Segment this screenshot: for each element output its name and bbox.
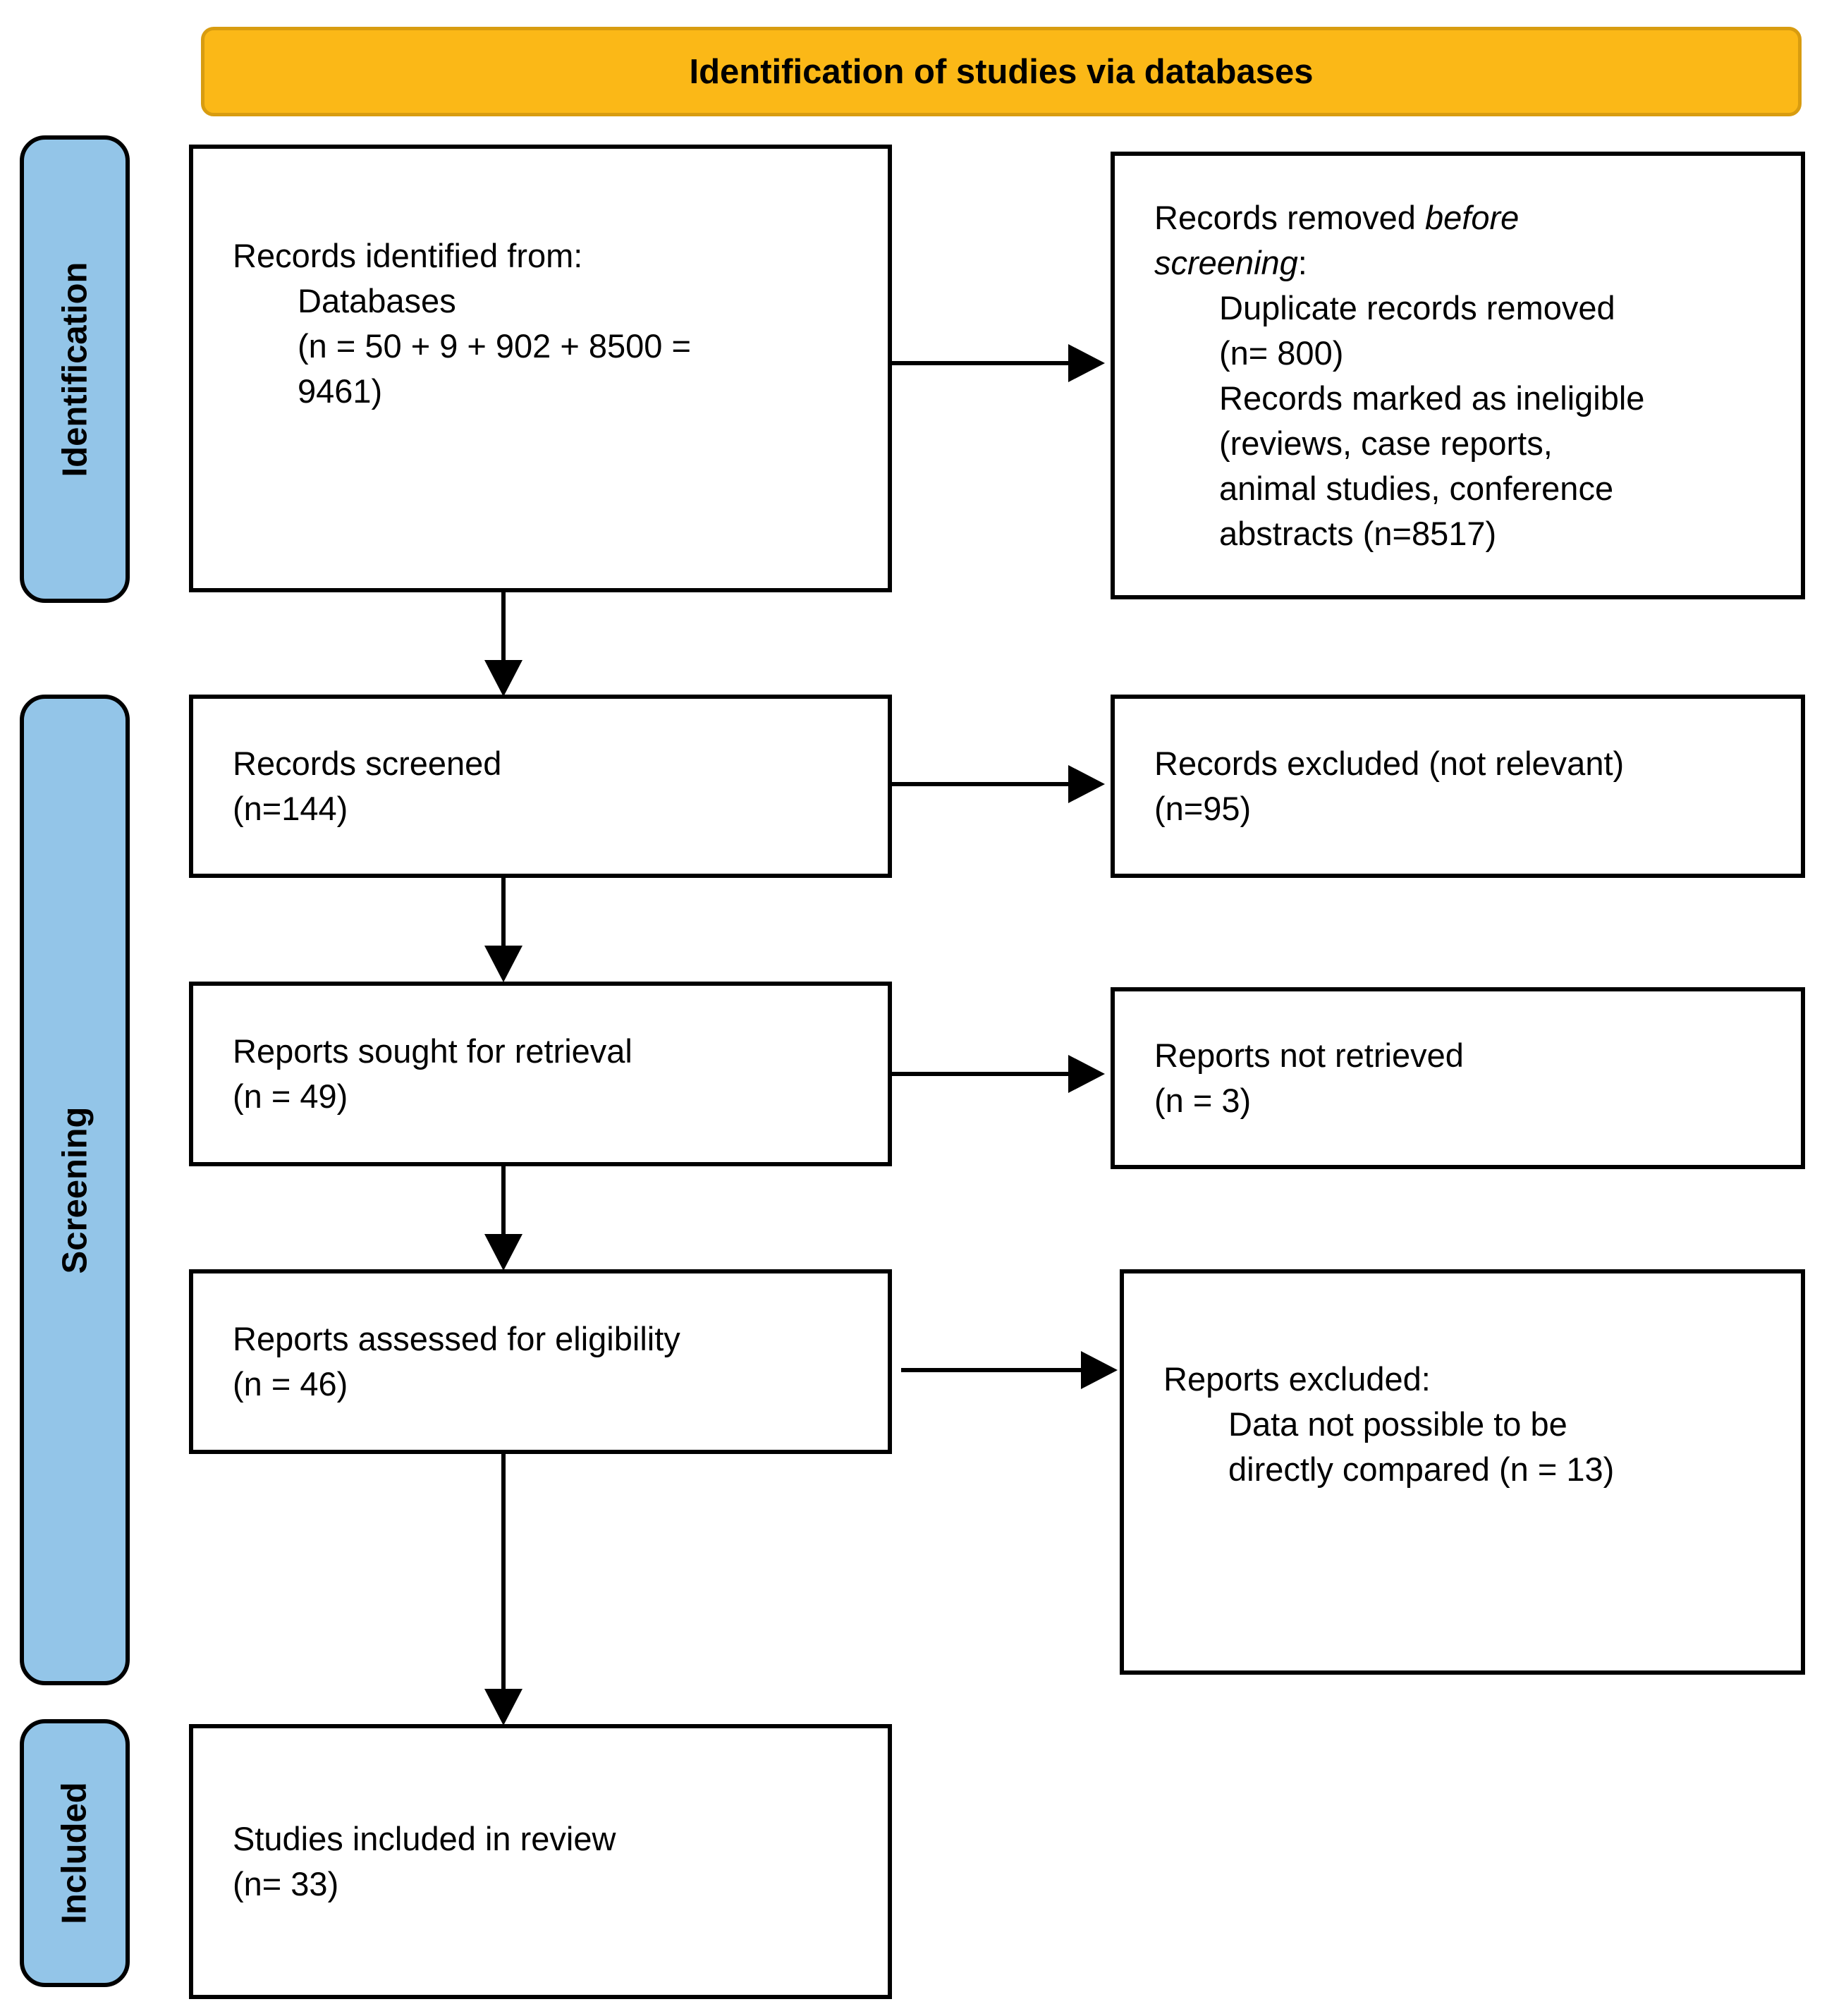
box-reports-excluded: Reports excluded: Data not possible to b… — [1120, 1269, 1805, 1675]
arrow-sought-to-assessed-shaft — [501, 1166, 506, 1237]
arrow-identified-to-screened-shaft — [501, 592, 506, 663]
box-records-removed-line: (reviews, case reports, — [1219, 424, 1553, 462]
box-records-excluded-line: (n=95) — [1154, 790, 1252, 827]
box-records-excluded-line: Records excluded (not relevant) — [1154, 745, 1625, 782]
box-reports-excluded-line: Data not possible to be — [1228, 1405, 1567, 1443]
box-records-identified-line: 9461) — [298, 372, 383, 410]
arrow-assessed-to-included-head — [484, 1689, 522, 1725]
box-reports-assessed-line: Reports assessed for eligibility — [233, 1320, 680, 1357]
arrow-screened-to-sought-head — [484, 946, 522, 982]
box-studies-included-line: Studies included in review — [233, 1820, 616, 1857]
arrow-sought-to-not-retrieved-head — [1068, 1055, 1105, 1093]
stage-label-identification: Identification — [20, 135, 130, 603]
box-records-identified-line: Records identified from: — [233, 237, 583, 274]
arrow-assessed-to-included-shaft — [501, 1454, 506, 1692]
box-reports-excluded-line: directly compared (n = 13) — [1228, 1450, 1615, 1488]
box-reports-not-retrieved-line: (n = 3) — [1154, 1082, 1252, 1119]
arrow-assessed-to-excluded-head — [1081, 1351, 1118, 1389]
arrow-screened-to-sought-shaft — [501, 878, 506, 948]
box-records-removed-line: Records removed before — [1154, 198, 1520, 236]
box-records-identified-line: Databases — [298, 282, 456, 319]
box-records-removed-line: Records marked as ineligible — [1219, 379, 1645, 417]
arrow-identified-to-removed-head — [1068, 344, 1105, 382]
box-records-excluded: Records excluded (not relevant) (n=95) — [1111, 695, 1805, 878]
header-title: Identification of studies via databases — [689, 52, 1314, 91]
box-records-identified: Records identified from: Databases (n = … — [189, 145, 892, 592]
box-reports-sought-line: (n = 49) — [233, 1077, 348, 1115]
stage-label-screening: Screening — [20, 695, 130, 1685]
box-reports-assessed-line: (n = 46) — [233, 1365, 348, 1403]
box-reports-excluded-line: Reports excluded: — [1163, 1360, 1431, 1398]
arrow-screened-to-excluded-head — [1068, 765, 1105, 803]
arrow-assessed-to-excluded-shaft — [901, 1368, 1081, 1372]
box-records-removed: Records removed before screening: Duplic… — [1111, 152, 1805, 599]
arrow-sought-to-assessed-head — [484, 1234, 522, 1271]
box-records-removed-line: Duplicate records removed — [1219, 288, 1615, 326]
box-records-screened-line: Records screened — [233, 745, 502, 782]
box-records-screened: Records screened (n=144) — [189, 695, 892, 878]
stage-label-included: Included — [20, 1719, 130, 1987]
box-records-screened-line: (n=144) — [233, 790, 348, 827]
arrow-identified-to-removed-shaft — [892, 361, 1068, 365]
stage-label-included-text: Included — [56, 1782, 94, 1924]
box-studies-included: Studies included in review (n= 33) — [189, 1724, 892, 1999]
box-reports-sought-line: Reports sought for retrieval — [233, 1032, 632, 1070]
box-studies-included-line: (n= 33) — [233, 1865, 339, 1902]
box-records-removed-line: screening: — [1154, 243, 1307, 281]
arrow-screened-to-excluded-shaft — [892, 782, 1068, 786]
stage-label-screening-text: Screening — [56, 1106, 94, 1273]
box-records-removed-line: abstracts (n=8517) — [1219, 514, 1497, 552]
box-reports-assessed: Reports assessed for eligibility (n = 46… — [189, 1269, 892, 1454]
box-records-removed-line: animal studies, conference — [1219, 469, 1614, 507]
box-records-removed-line: (n= 800) — [1219, 334, 1344, 372]
arrow-identified-to-screened-head — [484, 660, 522, 697]
box-reports-not-retrieved-line: Reports not retrieved — [1154, 1037, 1464, 1074]
box-reports-not-retrieved: Reports not retrieved (n = 3) — [1111, 987, 1805, 1169]
box-records-identified-line: (n = 50 + 9 + 902 + 8500 = — [298, 327, 691, 365]
stage-label-identification-text: Identification — [56, 262, 94, 477]
box-reports-sought: Reports sought for retrieval (n = 49) — [189, 982, 892, 1166]
arrow-sought-to-not-retrieved-shaft — [892, 1072, 1068, 1076]
header-banner: Identification of studies via databases — [201, 27, 1802, 116]
